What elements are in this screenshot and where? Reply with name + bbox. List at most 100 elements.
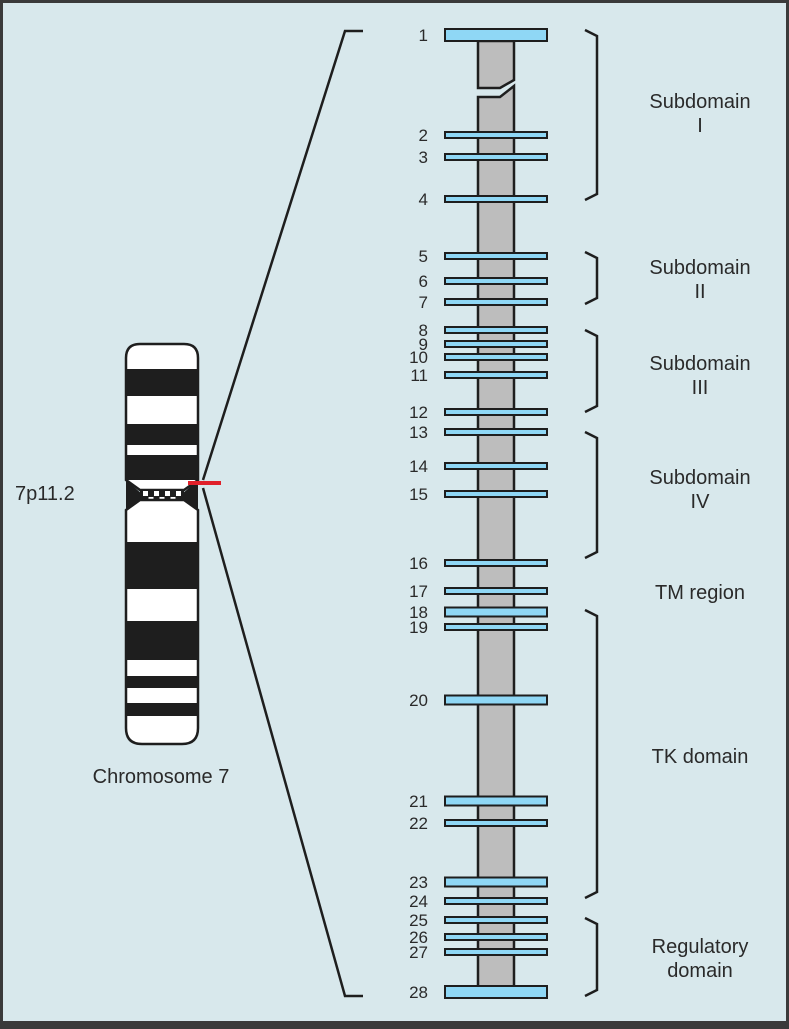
exon-number: 9 [419, 335, 428, 354]
exon-number: 19 [409, 618, 428, 637]
exon: 13 [409, 423, 548, 442]
exon-bar [444, 948, 548, 956]
exon-bar [444, 795, 548, 807]
exon-bar [444, 623, 548, 631]
exon: 10 [409, 348, 548, 367]
intron-backbone [476, 39, 516, 992]
exon: 27 [409, 943, 548, 962]
locus-label: 7p11.2 [15, 483, 75, 505]
exon-number: 24 [409, 892, 428, 911]
exon: 5 [419, 247, 548, 266]
exon-number: 23 [409, 873, 428, 892]
checker-square [165, 491, 170, 496]
exon: 28 [409, 983, 548, 1002]
band-dark [126, 621, 198, 660]
exon-number: 1 [419, 26, 428, 45]
domain-label-line1: Regulatory [652, 936, 749, 958]
chromosome-ideogram [124, 342, 200, 746]
domain-bracket [584, 608, 599, 900]
exon: 12 [409, 403, 548, 422]
domain-label-line1: TK domain [652, 746, 749, 768]
domain-label-line2: III [692, 377, 709, 399]
domain-label-line2: I [697, 115, 703, 137]
domain-label-line2: IV [691, 491, 711, 513]
exon-number: 5 [419, 247, 428, 266]
exon-number: 12 [409, 403, 428, 422]
exon: 17 [409, 582, 548, 601]
exon: 24 [409, 892, 548, 911]
band-dark [126, 542, 198, 589]
zoom-line-bottom [201, 487, 363, 998]
domain-label-line1: TM region [655, 582, 745, 604]
exon-bar [444, 933, 548, 941]
exon-number: 25 [409, 911, 428, 930]
q-arm [126, 500, 198, 744]
exon-bar [444, 490, 548, 498]
exon-number: 10 [409, 348, 428, 367]
checker-square [154, 491, 159, 496]
band-dark [126, 676, 198, 688]
exon-bar [444, 897, 548, 905]
exon-number: 28 [409, 983, 428, 1002]
exon-number: 4 [419, 190, 428, 209]
figure-background [3, 3, 786, 1021]
exon-bar [444, 408, 548, 416]
band-dark [126, 424, 198, 445]
exon-bar [444, 28, 548, 42]
exon: 25 [409, 911, 548, 930]
exon: 6 [419, 272, 548, 291]
exon-bar [444, 985, 548, 999]
exon-number: 11 [410, 366, 428, 385]
exon-number: 7 [419, 293, 428, 312]
exon: 18 [409, 603, 548, 622]
exon-bar [444, 876, 548, 888]
domain-bracket [584, 28, 599, 202]
domain-labels: SubdomainISubdomainIISubdomainIIISubdoma… [649, 91, 750, 982]
domain-label-line1: Subdomain [649, 257, 750, 279]
exon-number: 6 [419, 272, 428, 291]
checker-square [143, 491, 148, 496]
band-dark [126, 369, 198, 396]
exon-bar [444, 428, 548, 436]
exon-bar [444, 462, 548, 470]
exon-number: 16 [409, 554, 428, 573]
exon: 20 [409, 691, 548, 710]
exon: 11 [410, 366, 548, 385]
exon-number: 13 [409, 423, 428, 442]
q-arm-outline [124, 498, 200, 746]
exon-bar [444, 195, 548, 203]
p-arm [126, 344, 198, 490]
zoom-line-top [201, 29, 363, 481]
exon-bar [444, 587, 548, 595]
exon-bar [444, 131, 548, 139]
exon-number: 17 [409, 582, 428, 601]
exon: 22 [409, 814, 548, 833]
intron-segment [476, 39, 516, 90]
exon-number: 2 [419, 126, 428, 145]
checker-square [176, 491, 181, 496]
exon: 7 [419, 293, 548, 312]
domain-bracket [584, 916, 599, 998]
exon-number: 18 [409, 603, 428, 622]
exon: 16 [409, 554, 548, 573]
exon: 21 [409, 792, 548, 811]
p-arm-outline [124, 342, 200, 492]
band-dark [126, 455, 198, 480]
domain-bracket [584, 250, 599, 306]
exon-bar [444, 326, 548, 334]
exon-bar [444, 298, 548, 306]
exon-bar [444, 353, 548, 361]
domain-label-line2: II [694, 281, 705, 303]
exon: 14 [409, 457, 548, 476]
exon: 23 [409, 873, 548, 892]
exon-bar [444, 252, 548, 260]
domain-label-line1: Subdomain [649, 91, 750, 113]
exon: 3 [419, 148, 548, 167]
band-dark [126, 703, 198, 716]
domain-bracket [584, 430, 599, 560]
exon-bar [444, 371, 548, 379]
exon: 4 [419, 190, 548, 209]
exon-number: 3 [419, 148, 428, 167]
